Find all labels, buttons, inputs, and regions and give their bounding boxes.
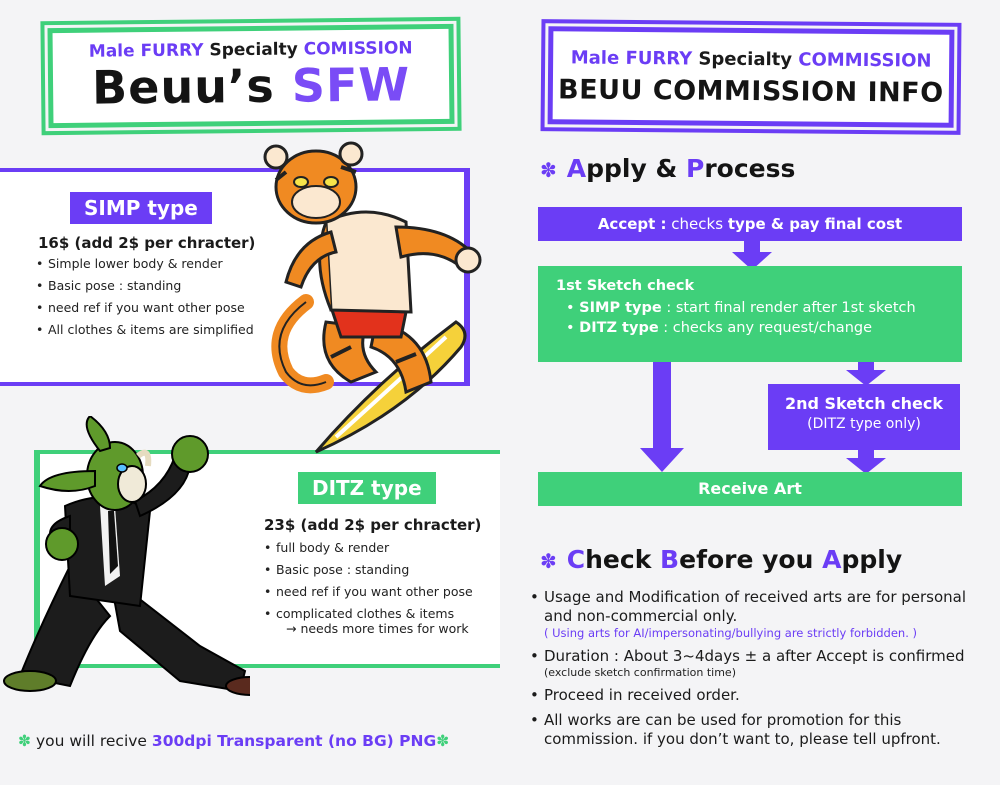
check-list: Usage and Modification of received arts … (530, 588, 980, 755)
list-item: need ref if you want other pose (36, 300, 286, 315)
list-item: Usage and Modification of received arts … (530, 588, 980, 641)
first-sketch-box: 1st Sketch check • SIMP type : start fin… (538, 266, 962, 362)
tiger-character-illustration (263, 141, 482, 454)
arrow-down-icon (732, 240, 772, 270)
apply-process-heading: ✽Apply & Process (540, 154, 796, 183)
list-item: full body & render (264, 540, 494, 555)
flower-icon: ✽ (540, 549, 557, 573)
list-item: All clothes & items are simplified (36, 322, 286, 337)
list-item: Basic pose : standing (264, 562, 494, 577)
left-title-box: Male FURRY Specialty COMISSION Beuu’s SF… (40, 16, 462, 136)
second-sketch-box: 2nd Sketch check (DITZ type only) (768, 384, 960, 450)
simp-price: 16$ (add 2$ per chracter) (38, 234, 256, 252)
donkey-character-illustration (3, 416, 250, 696)
ditz-type-badge: DITZ type (298, 472, 436, 504)
flower-icon: ✽ (18, 732, 31, 750)
accept-step-bar: Accept : checks type & pay final cost (538, 207, 962, 241)
list-item: Basic pose : standing (36, 278, 286, 293)
list-item: All works are can be used for promotion … (530, 711, 980, 749)
left-title-main: Beuu’s SFW (91, 57, 411, 115)
flower-icon: ✽ (540, 158, 557, 182)
arrow-down-icon (846, 450, 886, 474)
delivery-note: ✽ you will recive 300dpi Transparent (no… (18, 732, 450, 750)
list-item: Duration : About 3~4days ± a after Accep… (530, 647, 980, 680)
right-title-main: BEUU COMMISSION INFO (557, 74, 944, 109)
list-item: need ref if you want other pose (264, 584, 494, 599)
check-before-heading: ✽Check Before you Apply (540, 545, 903, 574)
list-item: complicated clothes & items → needs more… (264, 606, 494, 636)
right-title-box: Male FURRY Specialty COMMISSION BEUU COM… (540, 18, 962, 136)
sketch1-simp-row: • SIMP type : start final render after 1… (566, 300, 916, 316)
sketch1-ditz-row: • DITZ type : checks any request/change (566, 320, 873, 336)
list-item: Simple lower body & render (36, 256, 286, 271)
simp-feature-list: Simple lower body & render Basic pose : … (36, 256, 286, 344)
flower-icon: ✽ (436, 732, 450, 750)
ditz-price: 23$ (add 2$ per chracter) (264, 516, 482, 534)
simp-type-badge: SIMP type (70, 192, 212, 224)
arrow-down-icon (640, 362, 684, 472)
receive-art-bar: Receive Art (538, 472, 962, 506)
list-item: Proceed in received order. (530, 686, 980, 705)
arrow-down-icon (846, 362, 886, 386)
right-title-subtitle: Male FURRY Specialty COMMISSION (570, 47, 932, 72)
ditz-feature-list: full body & render Basic pose : standing… (264, 540, 494, 643)
